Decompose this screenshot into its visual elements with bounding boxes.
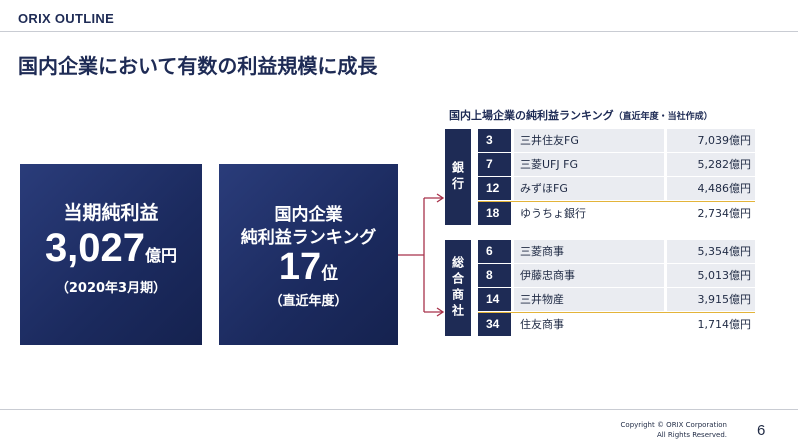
connector-arrows [398,193,445,317]
arrowhead-top-icon [436,193,445,203]
copyright-line-1: Copyright © ORIX Corporation [620,421,727,429]
ranking-table-subtitle: （直近年度・当社作成） [613,112,713,122]
brand-title: ORIX OUTLINE [18,11,115,26]
net-income-amount: 1,714億円 [667,313,755,336]
table-row: 7 三菱UFJ FG 5,282億円 [478,153,755,177]
net-income-amount: 5,282億円 [667,153,755,176]
ranking-value: 17 [278,246,322,288]
table-row-highlighted: 34 住友商事 1,714億円 [478,312,755,336]
net-income-amount: 5,354億円 [667,240,755,263]
net-income-unit: 億円 [145,246,178,265]
group-label-trading-companies: 総合商社 [445,240,471,336]
table-row: 6 三菱商事 5,354億円 [478,240,755,264]
net-income-amount: 3,915億円 [667,288,755,311]
copyright-line-2: All Rights Reserved. [656,431,727,439]
net-income-amount: 5,013億円 [667,264,755,287]
rank-number: 18 [478,202,511,225]
rank-number: 3 [478,129,511,152]
ranking-table-trading-companies: 6 三菱商事 5,354億円 8 伊藤忠商事 5,013億円 14 三井物産 3… [478,240,755,336]
ranking-table-banks: 3 三井住友FG 7,039億円 7 三菱UFJ FG 5,282億円 12 み… [478,129,755,225]
net-income-amount: 2,734億円 [667,202,755,225]
page-number: 6 [757,422,766,439]
copyright-notice: Copyright © ORIX Corporation All Rights … [600,420,727,440]
net-income-value-line: 3,027億円 [20,226,202,271]
net-income-label: 当期純利益 [63,202,159,224]
table-row: 12 みずほFG 4,486億円 [478,177,755,201]
net-income-box: 当期純利益 3,027億円 （2020年3月期） [20,164,202,345]
company-name: 三井住友FG [514,129,664,152]
net-income-amount: 4,486億円 [667,177,755,200]
rank-number: 8 [478,264,511,287]
ranking-value-line: 17位 [219,246,398,289]
rank-number: 14 [478,288,511,311]
company-name: 伊藤忠商事 [514,264,664,287]
ranking-box-line2: 純利益ランキング [240,228,377,248]
table-row: 8 伊藤忠商事 5,013億円 [478,264,755,288]
company-name: 三菱UFJ FG [514,153,664,176]
net-income-amount: 7,039億円 [667,129,755,152]
rank-number: 6 [478,240,511,263]
group-label-banks: 銀行 [445,129,471,225]
group-label-trading-companies-text: 総合商社 [450,256,465,320]
arrowhead-bottom-icon [436,307,445,317]
ranking-table-title-main: 国内上場企業の純利益ランキング [449,109,614,122]
footer-divider [0,409,798,410]
page-headline: 国内企業において有数の利益規模に成長 [18,54,378,78]
ranking-box-line1: 国内企業 [274,205,343,225]
rank-number: 12 [478,177,511,200]
company-name: 三井物産 [514,288,664,311]
table-row-highlighted: 18 ゆうちょ銀行 2,734億円 [478,201,755,225]
ranking-table-title: 国内上場企業の純利益ランキング（直近年度・当社作成） [449,107,713,123]
ranking-unit: 位 [321,264,339,284]
rank-number: 34 [478,313,511,336]
ranking-period: （直近年度） [269,294,348,309]
rank-number: 7 [478,153,511,176]
company-name: 住友商事 [514,313,664,336]
table-row: 14 三井物産 3,915億円 [478,288,755,312]
company-name: 三菱商事 [514,240,664,263]
group-label-banks-text: 銀行 [450,161,465,193]
net-income-period: （2020年3月期） [55,281,167,296]
ranking-box: 国内企業 純利益ランキング 17位 （直近年度） [219,164,398,345]
table-row: 3 三井住友FG 7,039億円 [478,129,755,153]
net-income-value: 3,027 [44,226,146,270]
company-name: ゆうちょ銀行 [514,202,664,225]
header-divider [0,31,798,32]
company-name: みずほFG [514,177,664,200]
